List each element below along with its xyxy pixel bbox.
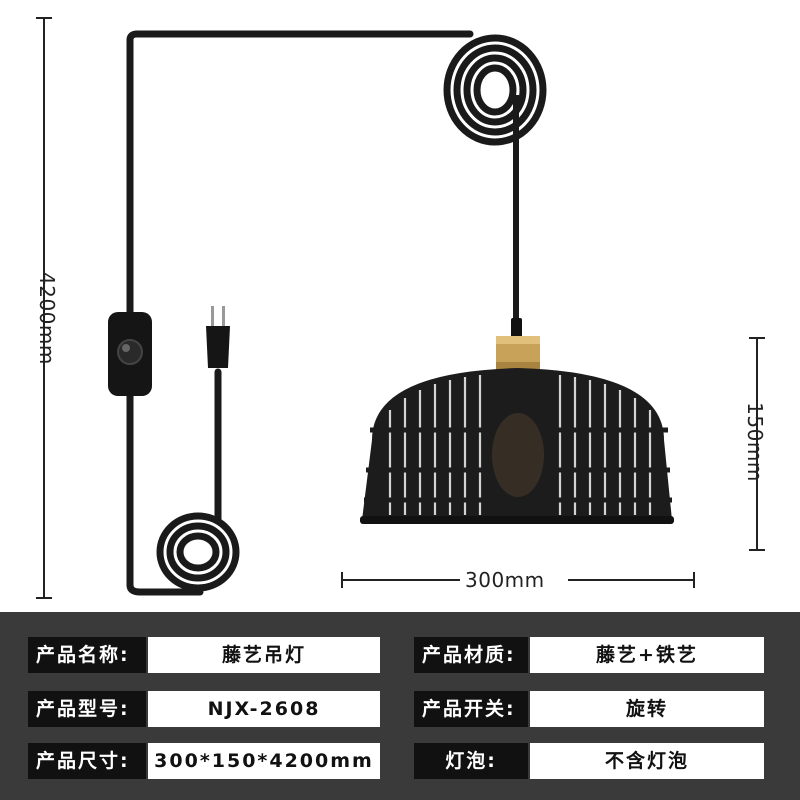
spec-key-bulb: 灯泡: [414, 743, 528, 779]
bulb-glow [492, 413, 544, 497]
spec-key-model: 产品型号: [28, 691, 146, 727]
spec-value-bulb: 不含灯泡 [530, 743, 764, 779]
power-cord [126, 30, 474, 596]
shade-width-label: 300mm [465, 568, 545, 592]
cord-coil-top [443, 34, 547, 146]
shade-height-label: 150mm [743, 402, 767, 482]
dimmer-switch [108, 312, 152, 396]
cord-grip [511, 318, 522, 338]
spec-value-size: 300*150*4200mm [148, 743, 380, 779]
spec-value-name: 藤艺吊灯 [148, 637, 380, 673]
spec-table: 产品名称: 藤艺吊灯 产品型号: NJX-2608 产品尺寸: 300*150*… [0, 612, 800, 800]
spec-key-material: 产品材质: [414, 637, 528, 673]
cord-length-label: 4200mm [35, 272, 59, 365]
rattan-shade [360, 368, 674, 524]
spec-key-name: 产品名称: [28, 637, 146, 673]
spec-value-switch: 旋转 [530, 691, 764, 727]
plug [206, 306, 230, 368]
spec-key-switch: 产品开关: [414, 691, 528, 727]
brass-cap [496, 336, 540, 370]
spec-value-material: 藤艺+铁艺 [530, 637, 764, 673]
spec-key-size: 产品尺寸: [28, 743, 146, 779]
cord-coil-bottom [156, 512, 240, 592]
lamp-photo [36, 17, 765, 599]
spec-value-model: NJX-2608 [148, 691, 380, 727]
dimension-lines [36, 17, 765, 599]
